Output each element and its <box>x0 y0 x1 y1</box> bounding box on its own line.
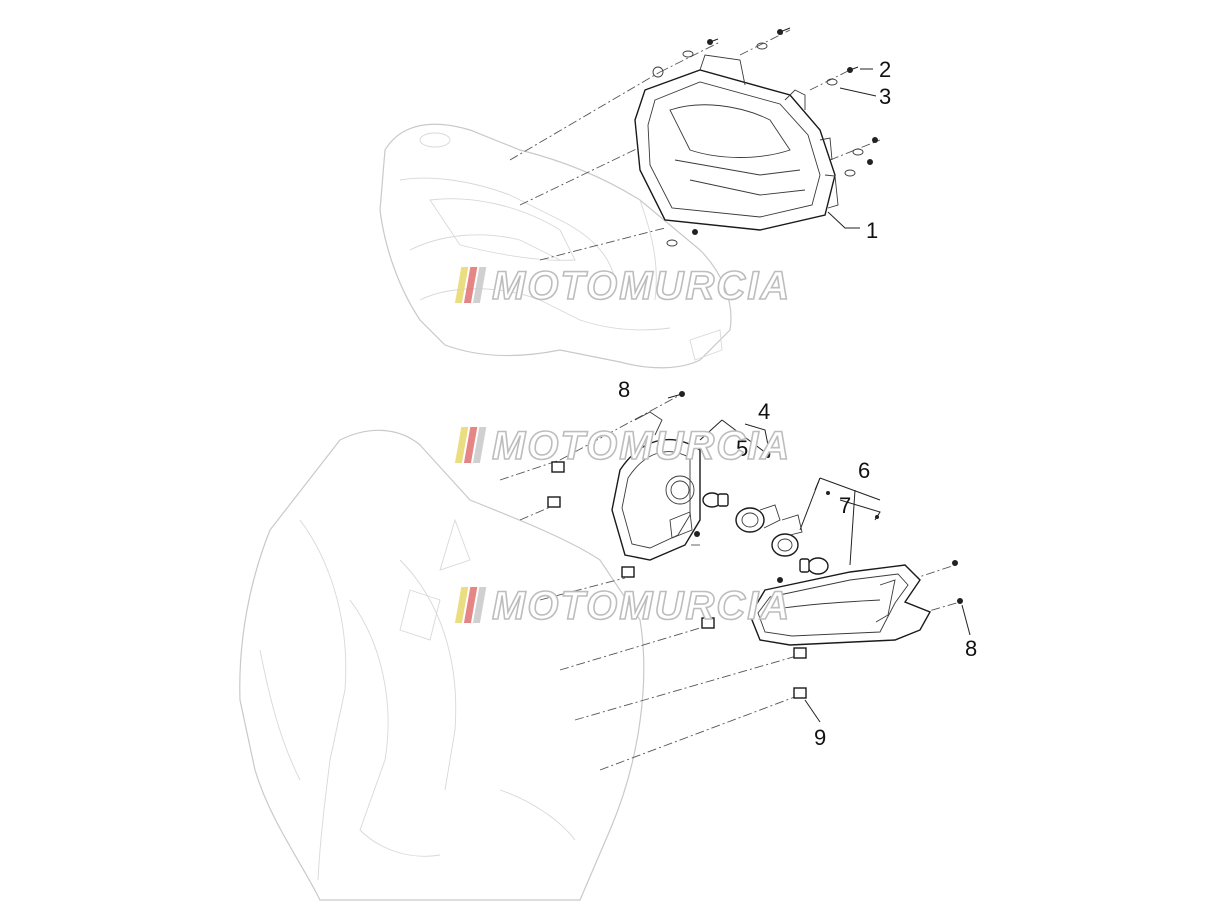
washer-icon <box>756 42 768 50</box>
callout-9: 9 <box>814 725 826 750</box>
lower-fasteners <box>547 391 963 699</box>
headlight-assembly <box>634 54 839 231</box>
callout-6: 6 <box>858 458 870 483</box>
screw-icon <box>692 229 698 235</box>
assembly-lines <box>499 29 961 771</box>
clip-icon <box>547 496 561 508</box>
watermark-text: MOTOMURCIA <box>492 584 791 628</box>
watermark-logo-icon <box>454 267 487 303</box>
callout-4: 4 <box>758 399 770 424</box>
socket-icon <box>771 533 799 557</box>
screw-icon <box>667 391 685 399</box>
watermark-logo-icon <box>454 587 487 623</box>
washer-icon <box>852 148 864 156</box>
upper-shield-ghost <box>379 123 732 369</box>
lower-shield-ghost <box>239 429 645 901</box>
screw-icon <box>957 598 963 604</box>
callout-8-upper: 8 <box>618 377 630 402</box>
callout-labels: 2 3 1 8 4 5 6 7 8 9 <box>618 57 977 750</box>
bulb-icon <box>807 557 829 575</box>
right-indicator-assembly <box>749 564 931 646</box>
screw-icon <box>777 577 783 583</box>
watermark-bottom: MOTOMURCIA <box>454 583 791 629</box>
screw-icon <box>777 27 791 35</box>
callout-8-lower: 8 <box>965 636 977 661</box>
watermark-text: MOTOMURCIA <box>492 264 791 308</box>
callout-5: 5 <box>736 436 748 461</box>
bulbs-and-sockets <box>702 492 829 575</box>
callout-1: 1 <box>866 218 878 243</box>
callout-3: 3 <box>879 84 891 109</box>
screw-icon <box>707 38 719 45</box>
clip-icon <box>701 617 715 629</box>
washer-icon <box>826 78 838 86</box>
callout-7: 7 <box>839 493 851 518</box>
screw-icon <box>952 560 958 566</box>
screw-icon <box>847 66 859 73</box>
screw-icon <box>872 137 878 143</box>
watermark-text: MOTOMURCIA <box>492 424 791 468</box>
bulb-icon <box>799 558 810 573</box>
socket-icon <box>735 507 765 533</box>
left-indicator-assembly <box>611 411 701 561</box>
watermark-middle: MOTOMURCIA <box>454 423 791 469</box>
leader-lines <box>699 68 971 723</box>
bulb-icon <box>717 493 729 507</box>
clip-icon <box>621 566 635 578</box>
upper-fasteners <box>666 27 878 247</box>
screw-icon <box>694 531 700 537</box>
callout-2: 2 <box>879 57 891 82</box>
washer-icon <box>682 50 694 58</box>
watermark-logo-icon <box>454 427 487 463</box>
clip-icon <box>793 647 807 659</box>
washer-icon <box>666 239 678 247</box>
clip-icon <box>551 461 565 473</box>
washer-icon <box>844 169 856 177</box>
screw-icon <box>867 159 873 165</box>
clip-icon <box>793 687 807 699</box>
watermark-top: MOTOMURCIA <box>454 263 791 309</box>
